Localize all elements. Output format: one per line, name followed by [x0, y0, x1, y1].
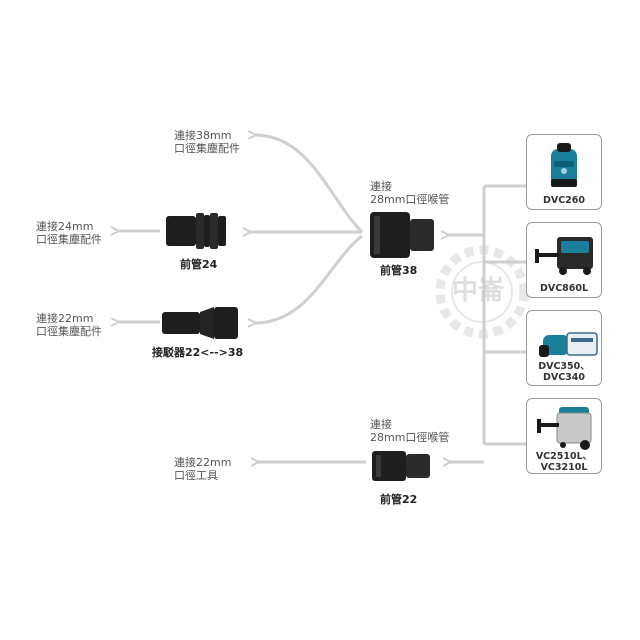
- front-pipe-38-icon: [370, 212, 434, 258]
- machine-card-vc2510l: VC2510L、 VC3210L: [526, 398, 602, 474]
- cart-vacuum-icon: [535, 237, 593, 275]
- machine-model-dvc350: DVC350、 DVC340: [538, 361, 590, 383]
- compact-vacuum-icon: [539, 332, 598, 357]
- part-label-front-pipe-24: 前管24: [180, 258, 218, 271]
- label-connect-38mm: 連接38mm 口徑集塵配件: [174, 129, 240, 155]
- label-connect-22mm-tool: 連接22mm 口徑工具: [174, 456, 232, 482]
- machine-model-dvc860l: DVC860L: [539, 283, 589, 294]
- machine-model-dvc260: DVC260: [542, 195, 586, 206]
- machine-model-vc2510l: VC2510L、 VC3210L: [535, 451, 593, 473]
- wet-dry-vacuum-icon: [537, 407, 592, 450]
- label-connect-24mm: 連接24mm 口徑集塵配件: [36, 220, 102, 246]
- connector-lines: [118, 135, 526, 462]
- label-connect-22mm: 連接22mm 口徑集塵配件: [36, 312, 102, 338]
- watermark-text: 中崙: [452, 276, 505, 306]
- front-pipe-24-icon: [166, 213, 226, 249]
- part-label-adapter-22-38: 接駁器22<-->38: [152, 346, 244, 359]
- label-pipe38-top: 連接 28mm口徑喉管: [370, 180, 450, 206]
- machine-card-dvc350: DVC350、 DVC340: [526, 310, 602, 386]
- adapter-22-38-icon: [162, 307, 238, 339]
- machine-card-dvc860l: DVC860L: [526, 222, 602, 298]
- front-pipe-22-icon: [372, 451, 430, 481]
- machine-card-dvc260: DVC260: [526, 134, 602, 210]
- part-label-front-pipe-22: 前管22: [380, 493, 418, 506]
- watermark-gear: [435, 245, 529, 339]
- label-pipe22-top: 連接 28mm口徑喉管: [370, 418, 450, 444]
- part-label-front-pipe-38: 前管38: [380, 264, 418, 277]
- backpack-vacuum-icon: [551, 143, 577, 187]
